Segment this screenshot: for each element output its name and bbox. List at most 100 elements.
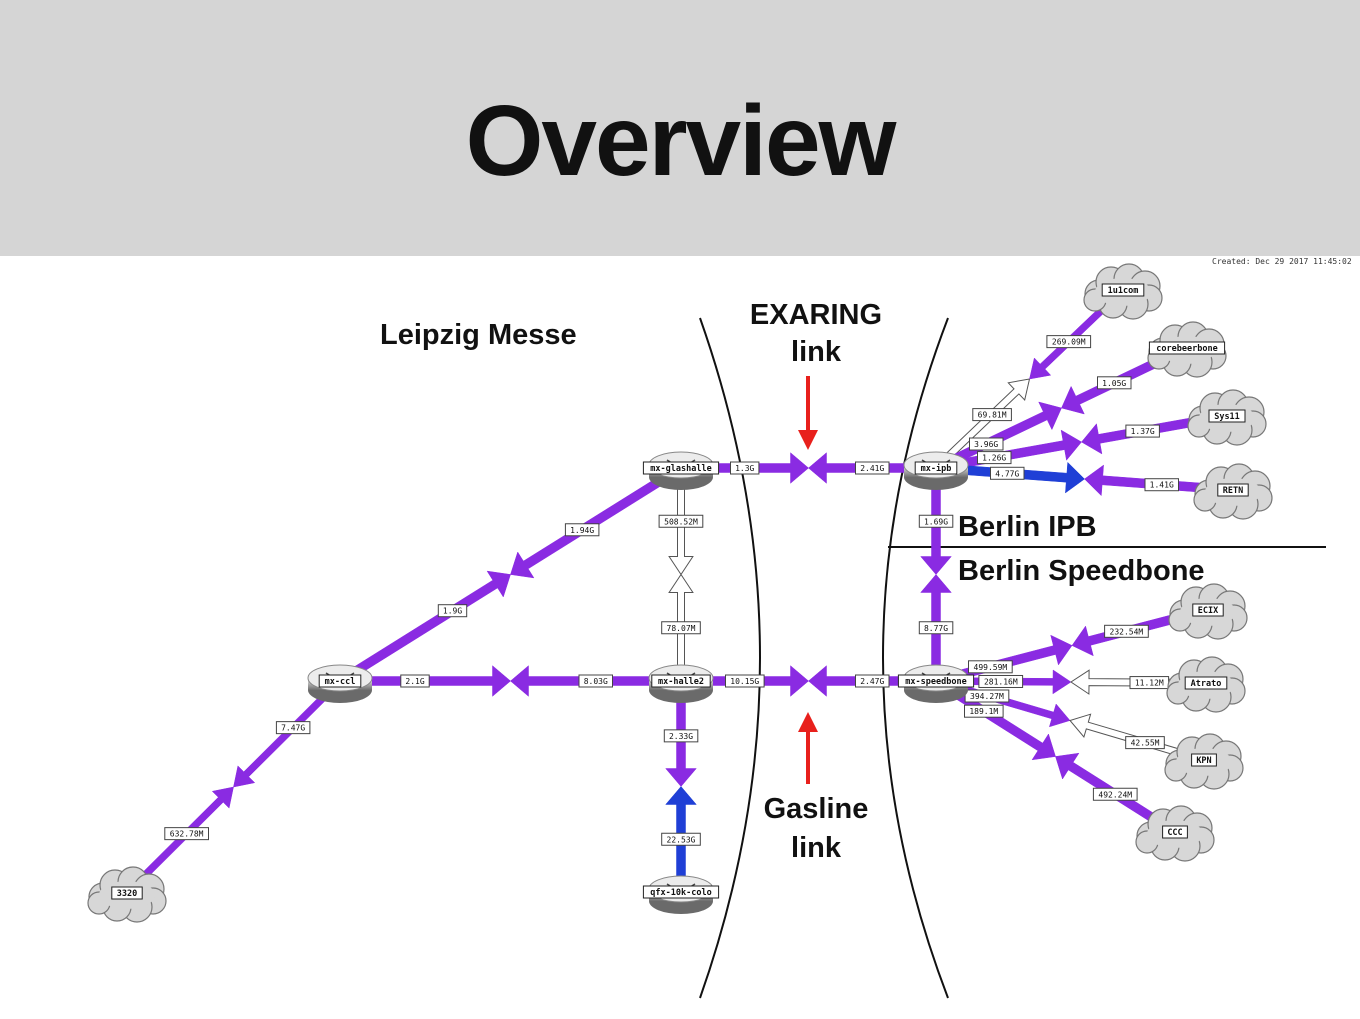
cloud-label: Atrato: [1191, 679, 1222, 689]
svg-text:7.47G: 7.47G: [281, 724, 305, 733]
leipzig-messe-label: Leipzig Messe: [380, 319, 577, 351]
exaring-boundary-left: [699, 317, 761, 999]
svg-text:78.07M: 78.07M: [667, 624, 696, 633]
router-label: mx-ccl: [325, 677, 356, 687]
bw-label-l11-in: 1.37G: [1125, 424, 1160, 438]
svg-text:492.24M: 492.24M: [1098, 790, 1132, 799]
bw-label-l10-out: 3.96G: [969, 437, 1004, 451]
svg-text:1.94G: 1.94G: [570, 526, 594, 535]
slide-title: Overview: [465, 85, 897, 197]
svg-text:232.54M: 232.54M: [1110, 627, 1144, 636]
svg-text:8.03G: 8.03G: [584, 677, 608, 686]
cloud-corebeer-icon: corebeerbone: [1147, 321, 1227, 378]
cloud-ccc-icon: CCC: [1135, 805, 1215, 862]
bw-label-l5-in: 2.41G: [855, 461, 890, 475]
gasline-label-line2: link: [791, 832, 842, 864]
cloud-label: 1u1com: [1108, 286, 1139, 296]
svg-text:8.77G: 8.77G: [924, 624, 948, 633]
slide-header: Overview: [0, 0, 1360, 256]
bw-label-l15-out: 394.27M: [964, 689, 1010, 703]
bw-label-l13-out: 499.59M: [968, 660, 1013, 674]
bw-label-l2-in: 8.03G: [578, 674, 613, 688]
bw-label-l3-in: 632.78M: [164, 827, 210, 841]
bw-label-l12-in: 1.41G: [1144, 478, 1179, 492]
berlin-ipb-label: Berlin IPB: [958, 511, 1097, 543]
bw-label-l14-in: 11.12M: [1129, 676, 1170, 690]
cloud-label: ECIX: [1198, 606, 1218, 616]
router-label: mx-halle2: [658, 677, 704, 687]
svg-text:189.1M: 189.1M: [969, 707, 998, 716]
svg-text:1.3G: 1.3G: [735, 464, 754, 473]
svg-text:632.78M: 632.78M: [170, 830, 204, 839]
svg-text:1.69G: 1.69G: [924, 517, 948, 526]
bw-label-l9-out: 69.81M: [972, 408, 1012, 422]
svg-text:394.27M: 394.27M: [970, 692, 1004, 701]
bw-label-l2-out: 2.1G: [400, 674, 430, 688]
svg-text:2.41G: 2.41G: [860, 464, 884, 473]
exaring-label-line1: EXARING: [750, 299, 882, 331]
router-qfx-10k-colo-icon: qfx-10k-colo: [642, 875, 720, 914]
svg-text:3.96G: 3.96G: [974, 440, 998, 449]
cloud-ecix-icon: ECIX: [1168, 583, 1248, 640]
svg-text:499.59M: 499.59M: [974, 663, 1008, 672]
svg-text:4.77G: 4.77G: [995, 469, 1019, 478]
link-ccl-glas-in: [337, 570, 511, 686]
bw-label-l3-out: 7.47G: [275, 721, 311, 735]
cloud-label: CCC: [1167, 828, 1182, 838]
link-glas-ccl-out: [510, 463, 684, 579]
cloud-sys11-icon: Sys11: [1187, 389, 1267, 446]
bw-label-l11-out: 1.26G: [977, 451, 1012, 465]
cloud-kpn-icon: KPN: [1164, 733, 1244, 790]
router-mx-halle2-icon: mx-halle2: [648, 664, 714, 703]
bw-label-l16-out: 189.1M: [964, 704, 1004, 718]
router-label: mx-ipb: [921, 463, 952, 474]
router-mx-speedbone-icon: mx-speedbone: [897, 664, 975, 703]
svg-text:2.1G: 2.1G: [405, 677, 424, 686]
cloud-label: Sys11: [1214, 412, 1240, 422]
gasline-red-arrow: [798, 712, 818, 784]
svg-text:2.47G: 2.47G: [860, 677, 884, 686]
bw-label-l5-out: 1.3G: [730, 461, 760, 475]
svg-text:281.16M: 281.16M: [984, 677, 1018, 686]
gasline-label-line1: Gasline: [764, 793, 869, 825]
svg-text:1.9G: 1.9G: [443, 607, 462, 616]
bw-label-l4-in: 78.07M: [661, 621, 701, 635]
cloud-label: KPN: [1196, 756, 1211, 766]
cloud-atrato-icon: Atrato: [1166, 656, 1246, 713]
created-timestamp: Created: Dec 29 2017 11:45:02: [1212, 257, 1352, 266]
bw-label-l16-in: 492.24M: [1092, 787, 1138, 801]
svg-text:508.52M: 508.52M: [664, 517, 698, 526]
cloud-1und1-icon: 1u1com: [1083, 263, 1163, 320]
bw-label-l6-out: 10.15G: [725, 674, 765, 688]
svg-text:42.55M: 42.55M: [1131, 739, 1160, 748]
svg-text:22.53G: 22.53G: [667, 835, 696, 844]
router-label: mx-glashalle: [650, 464, 711, 474]
svg-text:11.12M: 11.12M: [1135, 679, 1164, 688]
svg-text:1.26G: 1.26G: [982, 454, 1006, 463]
cloud-label: RETN: [1223, 486, 1243, 496]
bw-label-l14-out: 281.16M: [978, 674, 1024, 688]
bw-label-l6-in: 2.47G: [855, 674, 890, 688]
svg-text:2.33G: 2.33G: [669, 732, 693, 741]
bw-label-l9-in: 269.09M: [1046, 335, 1092, 349]
bw-label-l7-out: 2.33G: [663, 729, 699, 743]
bw-label-l1-out: 1.94G: [564, 523, 600, 537]
cloud-3320-icon: 3320: [87, 866, 167, 923]
bw-label-l10-in: 1.05G: [1097, 376, 1132, 390]
router-mx-ipb-icon: mx-ipb: [903, 451, 969, 490]
bw-label-l7-in: 22.53G: [661, 832, 701, 846]
bw-label-l15-in: 42.55M: [1125, 736, 1165, 750]
svg-text:1.05G: 1.05G: [1102, 379, 1126, 388]
gasline-boundary-right: [882, 317, 949, 999]
cloud-retn-icon: RETN: [1193, 463, 1273, 520]
bw-label-l8-out: 1.69G: [918, 514, 954, 528]
svg-text:10.15G: 10.15G: [730, 677, 759, 686]
svg-text:269.09M: 269.09M: [1052, 338, 1086, 347]
router-mx-ccl-icon: mx-ccl: [307, 664, 373, 703]
svg-text:69.81M: 69.81M: [978, 411, 1007, 420]
bw-label-l13-in: 232.54M: [1104, 624, 1149, 638]
router-label: mx-speedbone: [905, 677, 966, 687]
exaring-label-line2: link: [791, 336, 842, 368]
berlin-speedbone-label: Berlin Speedbone: [958, 555, 1205, 587]
